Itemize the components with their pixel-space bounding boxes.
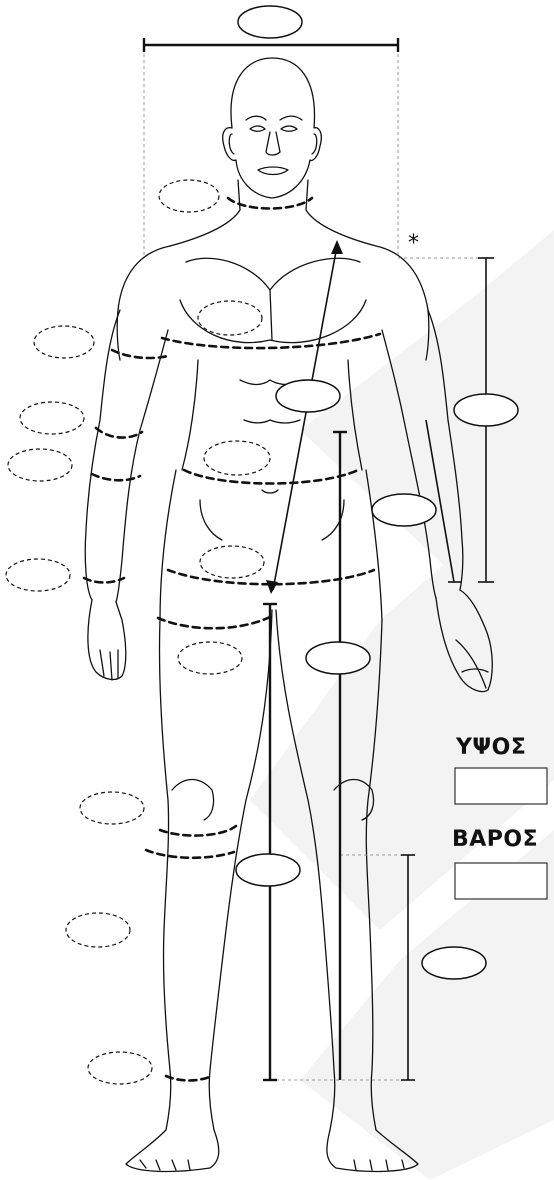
chest-band [162, 334, 380, 348]
field-torso-length[interactable] [276, 380, 340, 412]
watermark-chevrons [250, 230, 554, 1180]
elbow-band [96, 428, 142, 438]
torso-outline [117, 246, 170, 360]
field-knee[interactable] [80, 792, 144, 824]
height-label: ΥΨΟΣ [455, 735, 526, 760]
knee-band [160, 826, 236, 836]
wrist-band [84, 578, 124, 583]
field-upper-arm[interactable] [34, 326, 94, 358]
field-neck[interactable] [159, 180, 219, 212]
asterisk-marker: * [408, 231, 419, 256]
field-shoulder-width[interactable] [238, 6, 302, 38]
upper-arm-band [112, 350, 168, 358]
field-ankle[interactable] [88, 1052, 152, 1084]
field-chest[interactable] [198, 301, 262, 335]
circumference-fields[interactable] [6, 180, 270, 1084]
neck-band [228, 198, 312, 209]
weight-input[interactable] [455, 863, 547, 899]
field-lower-leg[interactable] [422, 947, 486, 979]
thigh-band [158, 616, 272, 628]
field-elbow[interactable] [20, 402, 84, 434]
weight-label: ΒΑΡΟΣ [452, 827, 538, 852]
left-arm-outline [85, 310, 120, 600]
field-arm-length[interactable] [454, 394, 518, 426]
head-outline [223, 58, 322, 198]
height-input[interactable] [455, 768, 547, 804]
calf-band [146, 850, 234, 858]
field-outer-leg[interactable] [306, 642, 370, 674]
ankle-band [166, 1076, 212, 1081]
waist-band [184, 470, 358, 484]
field-thigh[interactable] [178, 642, 242, 674]
field-hip[interactable] [200, 546, 264, 578]
forearm-band [92, 474, 140, 480]
field-forearm[interactable] [8, 449, 72, 481]
field-inseam[interactable] [236, 854, 300, 886]
left-leg-outline [159, 620, 170, 1130]
field-wrist[interactable] [6, 559, 70, 591]
field-calf[interactable] [66, 913, 130, 947]
field-waist[interactable] [204, 441, 270, 475]
field-forearm-length[interactable] [372, 494, 436, 526]
